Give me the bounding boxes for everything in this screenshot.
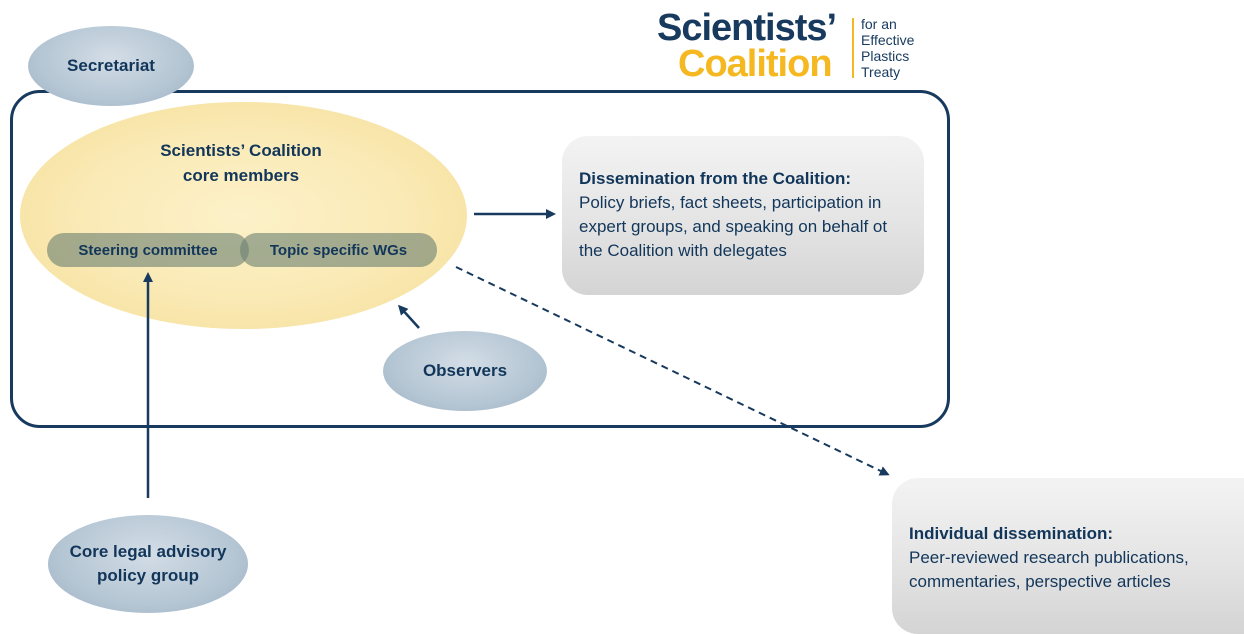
coalition-dissemination-heading: Dissemination from the Coalition:: [579, 169, 852, 188]
coalition-dissemination-body: Policy briefs, fact sheets, participatio…: [579, 193, 888, 260]
dashed-arrow-to-individual-dissemination: [455, 266, 890, 476]
core-members-oval: [20, 102, 467, 329]
steering-committee-pill: Steering committee: [47, 233, 249, 267]
logo-divider: [852, 18, 854, 78]
logo-tagline-line-3: Plastics: [861, 48, 910, 64]
observers-oval: Observers: [383, 331, 547, 411]
topic-wgs-pill: Topic specific WGs: [240, 233, 437, 267]
logo-word-coalition: Coalition: [678, 43, 833, 85]
logo-word-scientists: Scientists’: [657, 7, 837, 49]
coalition-boundary: [10, 90, 950, 428]
individual-dissemination-body: Peer-reviewed research publications, com…: [909, 548, 1189, 591]
secretariat-oval: Secretariat: [28, 26, 194, 106]
logo-tagline: for an Effective Plastics Treaty: [861, 16, 914, 80]
logo-tagline-line-1: for an: [861, 16, 897, 32]
arrow-observers-to-core: [397, 304, 420, 329]
logo-tagline-line-4: Treaty: [861, 64, 901, 80]
individual-dissemination-heading: Individual dissemination:: [909, 524, 1114, 543]
legal-advisory-oval: Core legal advisory policy group: [48, 515, 248, 613]
logo-tagline-line-2: Effective: [861, 32, 915, 48]
individual-dissemination-box: Individual dissemination: Peer-reviewed …: [892, 478, 1244, 634]
coalition-dissemination-box: Dissemination from the Coalition: Policy…: [562, 136, 924, 295]
core-members-label: Scientists’ Coalition core members: [160, 141, 322, 185]
